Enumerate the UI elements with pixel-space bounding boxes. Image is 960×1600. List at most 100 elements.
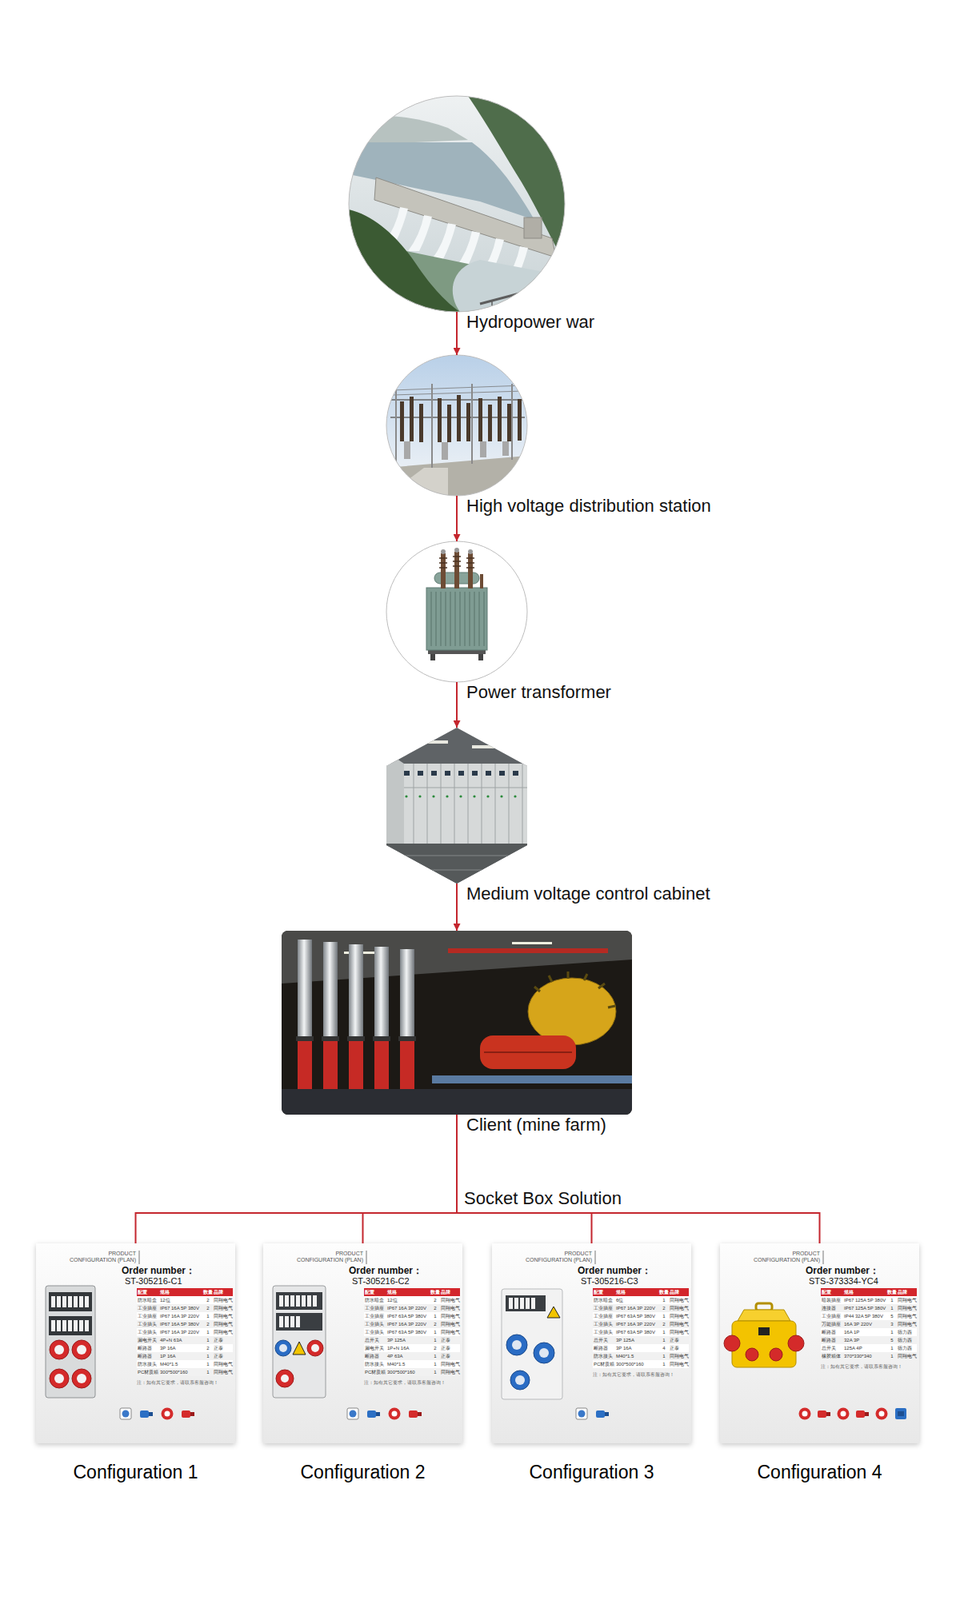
table-cell: 1: [659, 1336, 669, 1345]
switchgear-photo-part-part: [499, 771, 505, 776]
card-backgrounds-part: [263, 1244, 463, 1444]
table-cell: 防水暗盒: [136, 1296, 160, 1305]
socket-box-1-part: [120, 1408, 132, 1420]
table-cell: 1: [203, 1312, 213, 1321]
socket-box-2-part-part: [284, 1296, 289, 1308]
switchgear-photo-part: [386, 844, 528, 884]
socket-box-3-part-part: [510, 1371, 530, 1391]
socket-box-3-part-part: [531, 1298, 536, 1310]
socket-box-3-part: [508, 1298, 536, 1310]
card-backgrounds-part: [492, 1244, 692, 1444]
table-cell: 125A 4P: [843, 1344, 888, 1353]
table-cell: 1: [887, 1296, 897, 1305]
table-cell: IP67 63A 5P 380V: [615, 1312, 660, 1321]
photo-frame: [348, 96, 565, 312]
table-cell: 1: [887, 1304, 897, 1313]
socket-box-4: [724, 1304, 907, 1421]
table-cell: 1: [430, 1336, 440, 1345]
table-cell: 断路器: [136, 1344, 160, 1353]
table-note: 注：如有其它要求，请联系客服咨询！: [592, 1372, 675, 1379]
table-cell: 同翔电气: [668, 1312, 689, 1321]
dam-photo-part: [524, 217, 542, 239]
table-cell: 连接器: [820, 1304, 844, 1313]
mine-photo-part-part: [372, 1036, 391, 1042]
table-cell: 万能插座: [820, 1320, 844, 1329]
switchgear-photo-part-part: [432, 795, 435, 798]
substation-photo-part-part: [507, 404, 512, 442]
substation-photo-part-part: [400, 401, 404, 442]
socket-box-4-part: [737, 1310, 791, 1322]
order-number: STS-373334-YC4: [808, 1276, 879, 1288]
table-cell: 1: [659, 1312, 669, 1321]
table-cell: 总开关: [592, 1336, 616, 1345]
node-caption: Configuration 3: [529, 1462, 655, 1484]
table-cell: 工业插座: [136, 1312, 160, 1321]
table-cell: 工业插座: [592, 1312, 616, 1321]
table-cell: 断路器: [592, 1344, 616, 1353]
image-node: Power transformer: [386, 541, 528, 683]
table-cell: 300*500*160: [615, 1360, 660, 1369]
config-card: PRODUCT CONFIGURATION (PLAN)Order number…: [36, 1244, 236, 1444]
table-cell: 断路器: [136, 1352, 160, 1361]
socket-box-3-part: [501, 1289, 563, 1400]
image-node: High voltage distribution station: [386, 355, 528, 496]
table-note: 注：如有其它要求，请联系客服咨询！: [820, 1364, 903, 1371]
socket-box-1-part-part: [56, 1320, 61, 1332]
switchgear-photo-part-part: [513, 795, 516, 798]
socket-box-1-part-part: [56, 1296, 61, 1308]
socket-box-3-part-part: [520, 1298, 524, 1310]
node-caption: Medium voltage control cabinet: [466, 884, 711, 905]
socket-box-4-part-part: [788, 1336, 804, 1352]
node-caption: Power transformer: [466, 682, 612, 704]
image-node: Client (mine farm): [281, 931, 632, 1116]
socket-box-3-part-part: [512, 1340, 522, 1351]
socket-box-1-part-part: [84, 1296, 89, 1308]
substation-photo-part: [396, 384, 512, 468]
table-cell: 同翔电气: [896, 1352, 917, 1361]
switchgear-photo-part: [386, 764, 528, 844]
table-cell: 1: [659, 1328, 669, 1337]
substation-photo-part-part: [488, 404, 492, 442]
table-cell: 1: [887, 1344, 897, 1353]
table-cell: 配置: [136, 1288, 160, 1297]
table-cell: 规格: [159, 1288, 204, 1297]
switchgear-photo-part-part: [486, 795, 489, 798]
socket-box-1-part-part: [76, 1374, 87, 1384]
socket-box-1-part-part: [68, 1296, 72, 1308]
table-cell: IP67 16A 5P 380V: [159, 1320, 204, 1329]
socket-box-2-part-part: [296, 1296, 300, 1308]
dam-photo-part: [480, 281, 565, 304]
socket-box-2-part: [367, 1411, 380, 1419]
table-cell: 32A 3P: [843, 1336, 888, 1345]
switchgear-photo-part-part: [431, 771, 437, 776]
socket-box-2-part-part: [279, 1296, 284, 1308]
table-cell: 防水暗盒: [364, 1296, 387, 1305]
table-cell: 品牌: [440, 1288, 460, 1297]
socket-box-3-part-part: [525, 1298, 530, 1310]
mine-photo-part: [480, 1036, 576, 1070]
socket-box-1-part: [48, 1292, 92, 1312]
socket-box-3-part-part: [508, 1298, 513, 1310]
switchgear-photo-part-part: [445, 795, 448, 798]
table-cell: 300*500*160: [386, 1368, 431, 1377]
socket-box-4-part: [799, 1408, 812, 1421]
substation-photo-part-part: [478, 398, 483, 442]
socket-box-4-part: [837, 1408, 850, 1421]
table-cell: 同翔电气: [212, 1304, 233, 1313]
table-cell: 工业插座: [364, 1304, 387, 1313]
table-cell: IP67 125A 5P 380V: [843, 1296, 888, 1305]
order-label: Order number：: [805, 1265, 880, 1277]
table-cell: M40*1.5: [386, 1360, 431, 1369]
card-backgrounds-part: [36, 1244, 236, 1444]
table-cell: 配置: [592, 1288, 616, 1297]
socket-box-1-part: [51, 1296, 89, 1332]
socket-box-1-part: [54, 1345, 87, 1384]
substation-photo-part: [386, 468, 448, 496]
socket-box-4-part-part: [769, 1348, 783, 1362]
socket-box-2-part: [276, 1370, 294, 1388]
socket-box-3-part-part: [515, 1376, 525, 1386]
table-cell: 16A 1P: [843, 1328, 888, 1337]
socket-box-1-part: [161, 1408, 174, 1421]
table-cell: 工业插座: [592, 1304, 616, 1313]
substation-photo: [386, 355, 528, 496]
